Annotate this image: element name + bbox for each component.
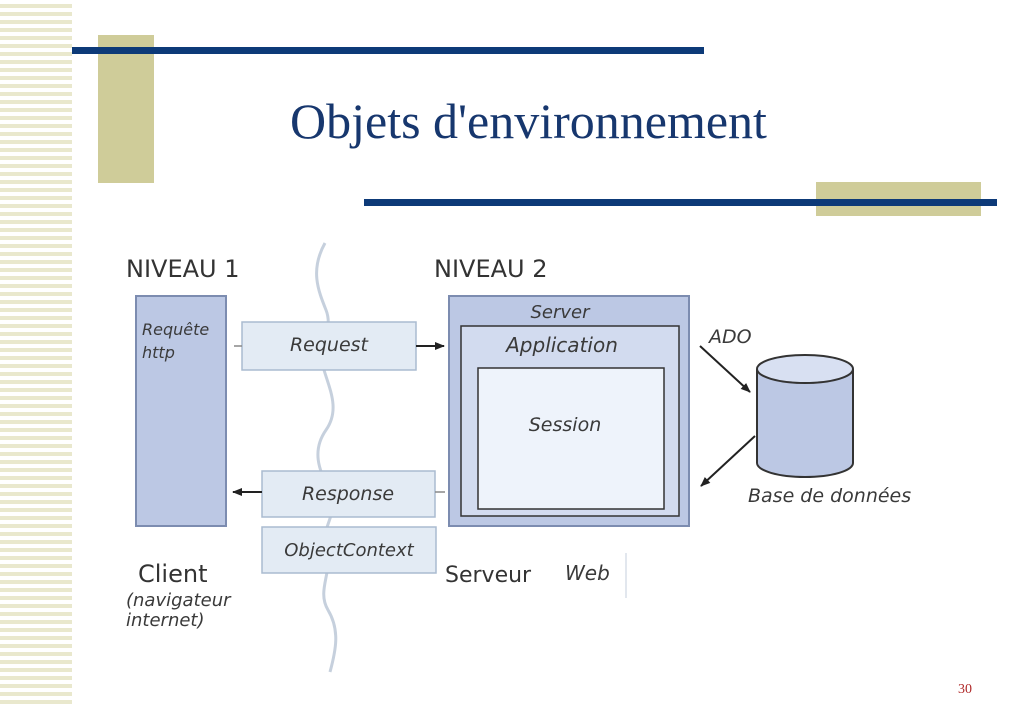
objectcontext-label: ObjectContext <box>284 540 414 561</box>
database-label: Base de données <box>748 485 911 507</box>
database-top <box>756 354 854 384</box>
server-label: Server <box>530 302 591 323</box>
tier2-label: NIVEAU 2 <box>434 255 548 283</box>
session-box <box>477 367 665 510</box>
response-label: Response <box>302 483 394 505</box>
ado-label: ADO <box>707 326 752 348</box>
objectcontext-box <box>261 526 437 574</box>
page-number: 30 <box>958 682 972 697</box>
webserver-label-part2: Web <box>565 561 610 585</box>
application-label: Application <box>504 333 618 357</box>
ado-arrow-up <box>700 435 756 487</box>
striped-margin <box>0 0 72 708</box>
client-label: Client <box>138 560 207 588</box>
response-box <box>261 470 436 518</box>
client-sublabel-line2: internet) <box>126 610 205 631</box>
top-title-bar <box>72 47 704 54</box>
client-box-label-line2: http <box>142 343 175 362</box>
tier1-label: NIVEAU 1 <box>126 255 240 283</box>
ado-arrow-down <box>699 345 751 393</box>
client-box-label-line1: Requête <box>142 320 209 339</box>
webserver-label-part1: Serveur <box>445 563 532 588</box>
tier-separator-line <box>315 242 338 673</box>
client-sublabel-line1: (navigateur <box>126 590 232 611</box>
slide-title: Objets d'environnement <box>290 93 767 149</box>
bottom-title-bar <box>364 199 997 206</box>
top-left-accent-block <box>98 35 154 183</box>
client-box <box>135 295 227 527</box>
request-label: Request <box>290 334 370 356</box>
database-body <box>756 369 854 478</box>
session-label: Session <box>529 414 602 436</box>
